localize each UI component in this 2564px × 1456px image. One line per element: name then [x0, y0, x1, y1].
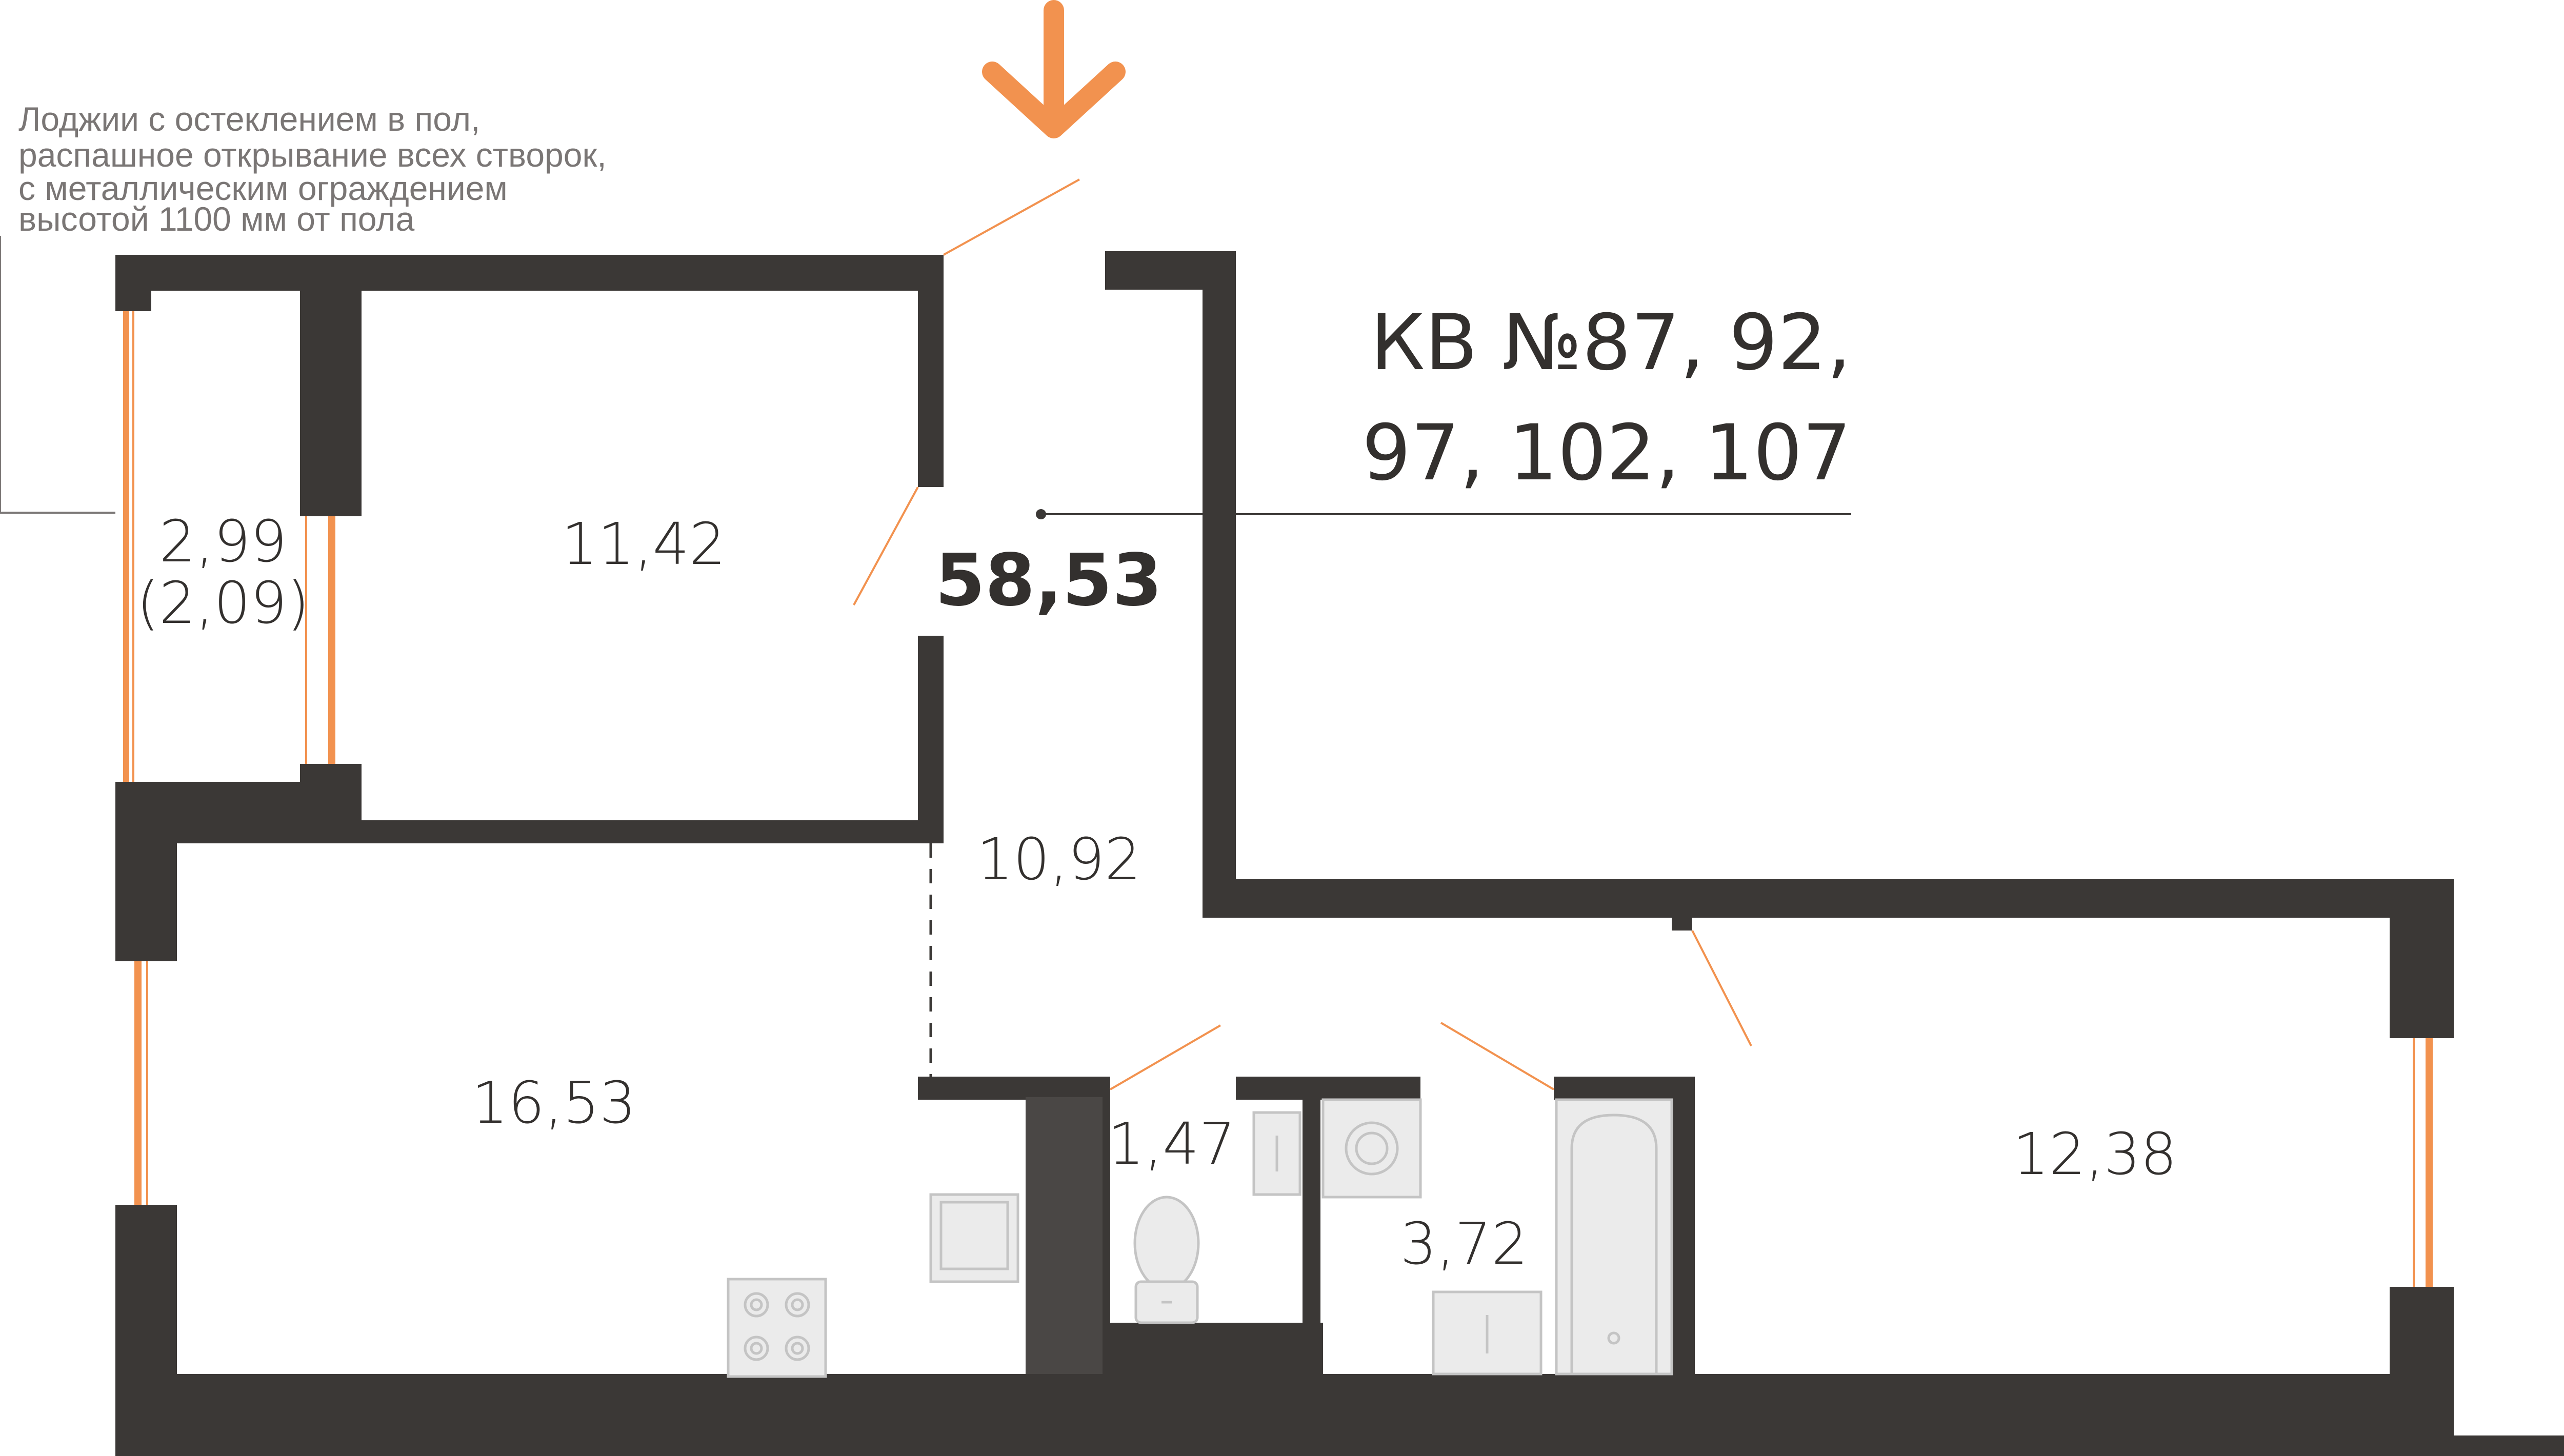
bathroom-sink-icon	[1432, 1290, 1543, 1376]
washing-machine-icon	[1321, 1098, 1422, 1199]
loggia-note: Лоджии с остеклением в пол, распашное от…	[18, 100, 616, 238]
stove-icon	[727, 1278, 827, 1378]
wc-sink-icon	[1252, 1111, 1301, 1196]
kitchen-sink-icon	[929, 1193, 1019, 1283]
note-line-4: высотой 1100 мм от пола	[18, 200, 415, 238]
note-line-2: распашное открывание всех створок,	[18, 136, 607, 174]
note-line-3: с металлическим ограждением	[18, 169, 508, 207]
bathroom-area-label: 3,72	[1400, 1211, 1528, 1278]
loggia-reduced-area-label: (2,09)	[137, 570, 310, 637]
bathtub-icon	[1555, 1098, 1673, 1376]
toilet-icon	[1133, 1196, 1200, 1324]
apartment-title-line-1: КВ №87, 92,	[1370, 298, 1851, 388]
windows	[115, 311, 2454, 1287]
room2-area-label: 12,38	[2013, 1121, 2177, 1188]
door-swings	[853, 178, 1752, 1090]
hall-area-label: 10,92	[977, 826, 1141, 893]
loggia-area-label: 2,99	[159, 509, 287, 575]
wc-area-label: 1,47	[1108, 1111, 1235, 1178]
down-arrow-icon	[982, 0, 1126, 138]
apartment-title-line-2: 97, 102, 107	[1362, 409, 1851, 498]
kitchen-living-area-label: 16,53	[472, 1070, 636, 1137]
note-line-1: Лоджии с остеклением в пол,	[18, 100, 480, 138]
bedroom-area-label: 11,42	[562, 511, 726, 578]
total-area-label: 58,53	[935, 539, 1163, 622]
title-leader-dot	[1036, 509, 1046, 519]
walls	[115, 251, 2564, 1456]
note-leader-line	[0, 236, 123, 514]
